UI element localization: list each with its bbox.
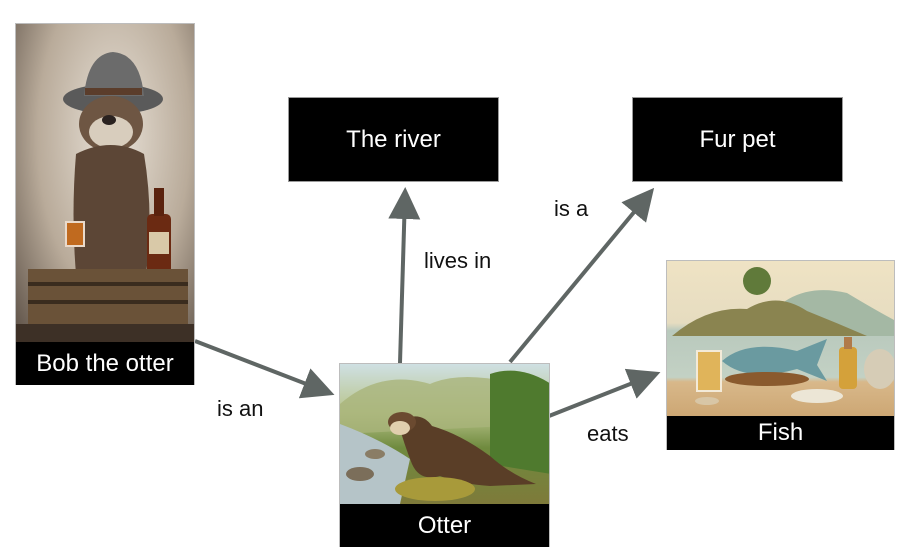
edge-bob-otter [194,339,335,399]
otter-label: Otter [340,504,549,547]
node-fish[interactable]: Fish [666,260,895,450]
node-bob-the-otter[interactable]: Bob the otter [15,23,195,385]
fish-image [667,261,894,416]
edge-otter-furpet [508,187,655,364]
edge-otter-fish [548,368,661,418]
node-the-river[interactable]: The river [288,97,499,182]
fur-pet-label: Fur pet [699,125,776,153]
edge-label-eats: eats [587,421,629,446]
edge-label-lives-in: lives in [424,248,492,273]
node-otter[interactable]: Otter [339,363,550,547]
bob-otter-label: Bob the otter [16,342,194,385]
the-river-label: The river [346,125,441,153]
edge-otter-river [388,187,421,364]
fish-label: Fish [667,416,894,450]
edge-label-is-an: is an [217,396,264,421]
bob-otter-image [16,24,194,342]
edge-label-is-a: is a [554,196,589,221]
otter-image [340,364,549,504]
node-fur-pet[interactable]: Fur pet [632,97,843,182]
